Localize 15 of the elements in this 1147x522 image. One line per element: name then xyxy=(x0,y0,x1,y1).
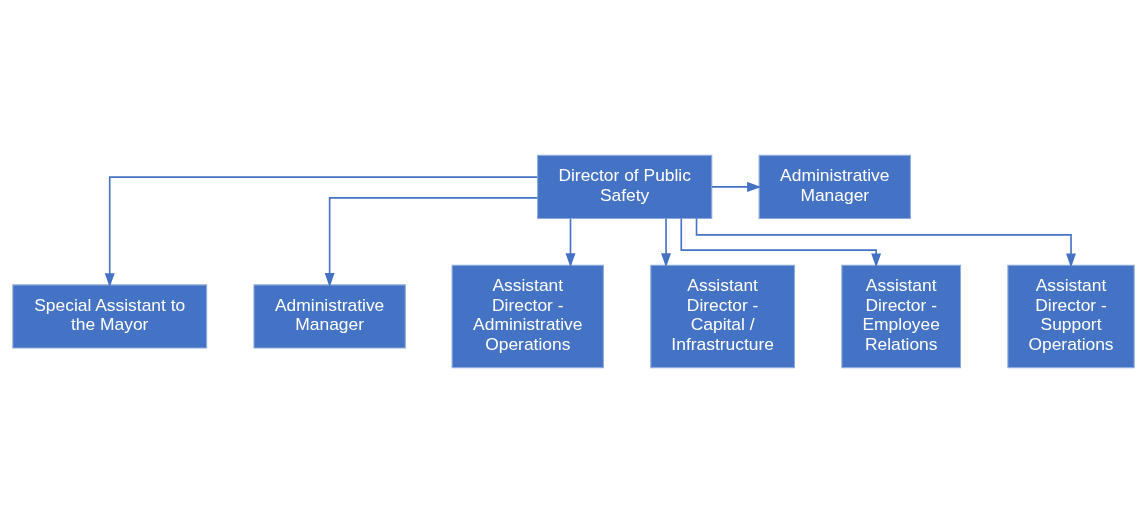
node-box: Assistant Director - Employee Relations xyxy=(841,264,962,368)
node-box: Administrative Manager xyxy=(253,283,406,349)
node-box: Assistant Director - Administrative Operations xyxy=(451,264,604,368)
arrow xyxy=(324,196,539,287)
arrow xyxy=(565,217,576,267)
arrow xyxy=(661,217,671,267)
node-box: Assistant Director - Support Operations xyxy=(1007,264,1135,368)
arrow xyxy=(104,175,539,287)
arrow xyxy=(711,181,762,192)
node-box: Special Assistant to the Mayor xyxy=(12,283,208,349)
arrow xyxy=(695,217,1076,268)
node-box: Assistant Director - Capital / Infrastructure xyxy=(650,264,796,368)
arrow xyxy=(680,217,882,268)
node-box: Director of Public Safety xyxy=(537,154,713,219)
node-box: Administrative Manager xyxy=(758,154,911,219)
